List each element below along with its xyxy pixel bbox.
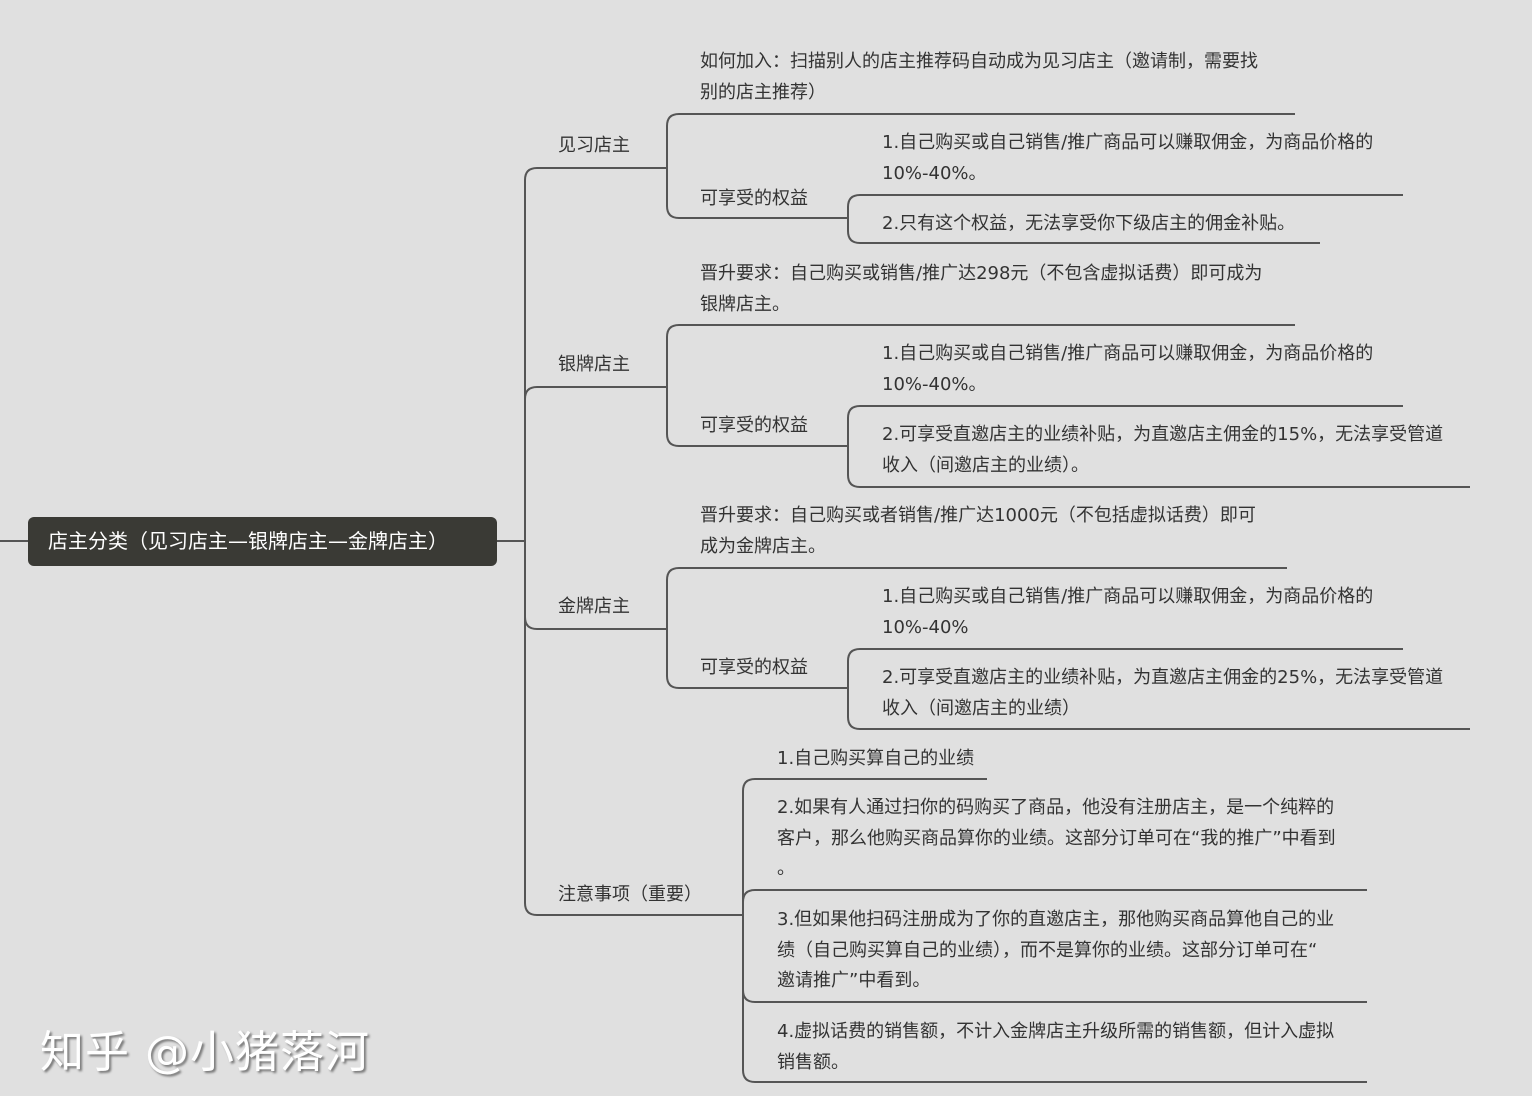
- branch-line: [666, 629, 848, 689]
- branch-line: [847, 446, 1470, 488]
- branch-line: [742, 889, 1367, 915]
- branch-line: [847, 648, 1403, 688]
- root-node[interactable]: 店主分类（见习店主—银牌店主—金牌店主）: [28, 517, 497, 566]
- branch-line: [742, 778, 987, 915]
- note-item: 1.自己购买算自己的业绩: [777, 748, 975, 769]
- notes-label[interactable]: 注意事项（重要）: [558, 884, 702, 905]
- join-requirement: 别的店主推荐）: [700, 81, 826, 103]
- note-item: 2.如果有人通过扫你的码购买了商品，他没有注册店主，是一个纯粹的: [777, 797, 1335, 818]
- branch-line: [524, 386, 667, 541]
- benefit-item: 收入（间邀店主的业绩）。: [882, 454, 1089, 476]
- note-item: 。: [777, 858, 795, 879]
- note-item: 4.虚拟话费的销售额，不计入金牌店主升级所需的销售额，但计入虚拟: [777, 1021, 1335, 1042]
- benefits-label[interactable]: 可享受的权益: [700, 657, 808, 678]
- branch-label-2[interactable]: 金牌店主: [558, 596, 630, 617]
- benefit-item: 2.可享受直邀店主的业绩补贴，为直邀店主佣金的15%，无法享受管道: [882, 424, 1444, 445]
- watermark: 知乎 @小猪落河: [40, 1027, 370, 1078]
- branch-label-1[interactable]: 银牌店主: [558, 354, 630, 375]
- join-requirement: 成为金牌店主。: [700, 535, 826, 557]
- join-requirement: 晋升要求：自己购买或销售/推广达298元（不包含虚拟话费）即可成为: [700, 263, 1263, 284]
- branch-line: [524, 167, 667, 541]
- branch-line: [666, 324, 1295, 387]
- benefit-item: 2.只有这个权益，无法享受你下级店主的佣金补贴。: [882, 213, 1296, 234]
- note-item: 3.但如果他扫码注册成为了你的直邀店主，那他购买商品算他自己的业: [777, 909, 1335, 930]
- join-requirement: 如何加入：扫描别人的店主推荐码自动成为见习店主（邀请制，需要找: [700, 51, 1258, 72]
- benefit-item: 10%-40%。: [882, 373, 987, 395]
- join-requirement: 银牌店主。: [700, 293, 790, 315]
- branch-label-0[interactable]: 见习店主: [558, 135, 630, 156]
- branch-line: [847, 194, 1403, 218]
- benefit-item: 2.可享受直邀店主的业绩补贴，为直邀店主佣金的25%，无法享受管道: [882, 667, 1444, 688]
- branch-line: [666, 113, 1295, 168]
- benefit-item: 10%-40%。: [882, 162, 987, 184]
- branch-line: [847, 688, 1470, 730]
- benefit-item: 1.自己购买或自己销售/推广商品可以赚取佣金，为商品价格的: [882, 586, 1374, 607]
- note-item: 客户，那么他购买商品算你的业绩。这部分订单可在“我的推广”中看到: [777, 827, 1336, 849]
- benefits-label[interactable]: 可享受的权益: [700, 188, 808, 209]
- branch-line: [742, 915, 1367, 1083]
- branch-line: [666, 567, 1287, 629]
- benefits-label[interactable]: 可享受的权益: [700, 415, 808, 436]
- benefit-item: 1.自己购买或自己销售/推广商品可以赚取佣金，为商品价格的: [882, 132, 1374, 153]
- benefit-item: 1.自己购买或自己销售/推广商品可以赚取佣金，为商品价格的: [882, 343, 1374, 364]
- note-item: 绩（自己购买算自己的业绩），而不是算你的业绩。这部分订单可在“: [777, 939, 1318, 961]
- branch-line: [847, 405, 1403, 446]
- note-item: 邀请推广”中看到。: [777, 970, 931, 991]
- branch-line: [666, 387, 848, 447]
- branch-line: [524, 541, 743, 916]
- join-requirement: 晋升要求：自己购买或者销售/推广达1000元（不包括虚拟话费）即可: [700, 505, 1256, 526]
- benefit-item: 收入（间邀店主的业绩）: [882, 697, 1080, 719]
- note-item: 销售额。: [777, 1051, 849, 1073]
- branch-line: [666, 168, 848, 219]
- benefit-item: 10%-40%: [882, 616, 969, 638]
- branch-line: [847, 218, 1320, 244]
